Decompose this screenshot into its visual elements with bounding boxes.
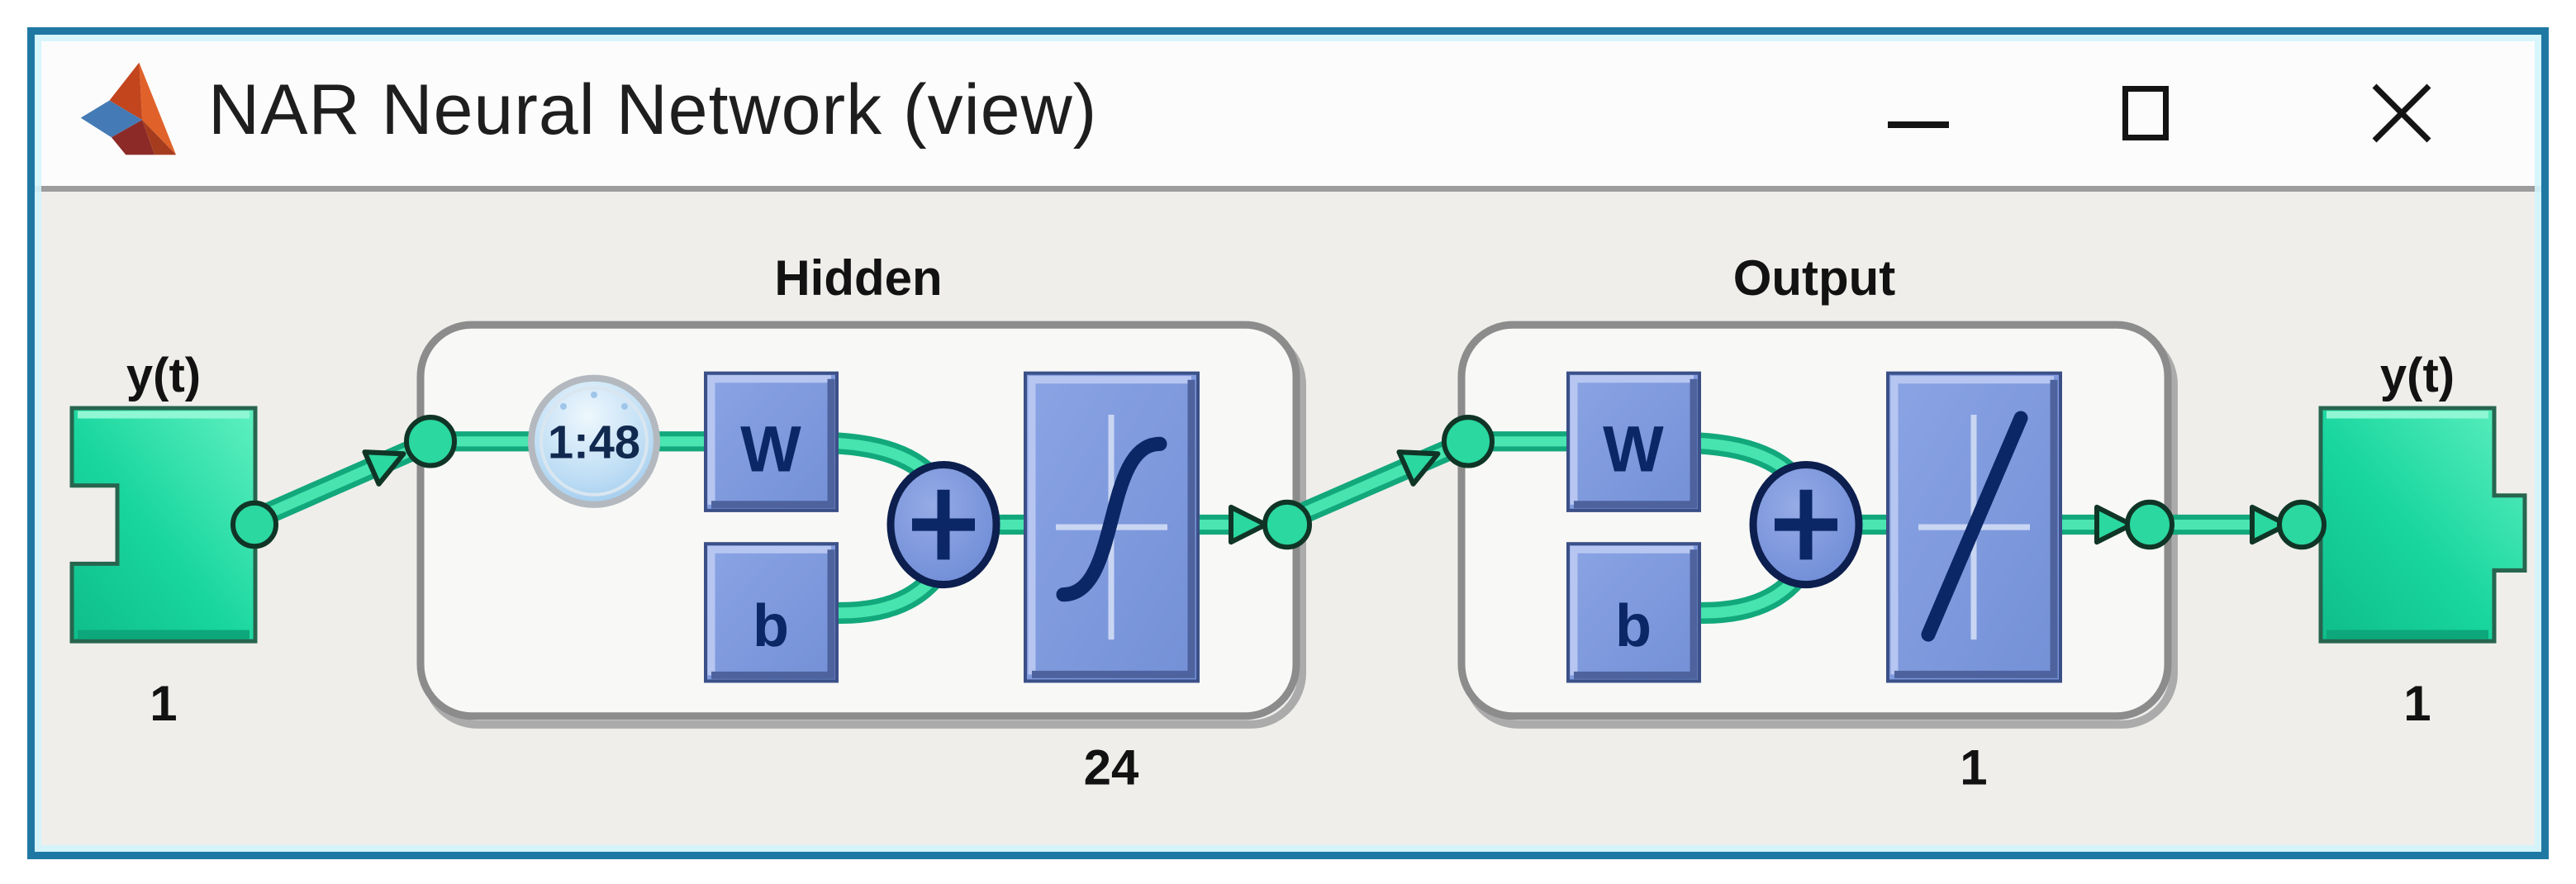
nar-network-window: NAR Neural Network (view)	[27, 27, 2549, 859]
hidden-weight-block: W	[704, 371, 839, 512]
output-entry-port	[1442, 415, 1495, 468]
sum-icon	[1775, 489, 1837, 560]
sum-icon	[912, 489, 975, 560]
title-bar[interactable]: NAR Neural Network (view)	[35, 35, 2541, 192]
output-signal-label: y(t)	[2380, 349, 2455, 402]
input-block	[69, 406, 258, 644]
output-size-label: 1	[2403, 675, 2431, 731]
matlab-logo-icon	[80, 62, 177, 154]
network-view-canvas: 1:48 W b	[35, 192, 2541, 852]
hidden-sum-node	[886, 460, 1000, 589]
maximize-icon	[2122, 86, 2169, 140]
hidden-transfer-block	[1024, 371, 1200, 683]
output-weight-label: W	[1603, 412, 1664, 485]
close-button[interactable]	[2348, 64, 2455, 163]
window-title: NAR Neural Network (view)	[208, 70, 1098, 150]
output-transfer-block	[1886, 371, 2062, 683]
sigmoid-curve-icon	[1056, 436, 1167, 602]
output-weight-block: W	[1566, 371, 1701, 512]
output-layer-title: Output	[1733, 250, 1896, 306]
hidden-weight-label: W	[740, 412, 801, 485]
maximize-button[interactable]	[2092, 64, 2199, 163]
hidden-layer-title: Hidden	[774, 250, 942, 306]
network-diagram: 1:48 W b	[69, 250, 2527, 795]
output-block-port	[2277, 499, 2326, 550]
delay-label: 1:48	[548, 416, 640, 468]
linear-line-icon	[1921, 411, 2028, 642]
output-bias-label: b	[1615, 593, 1652, 659]
window-controls	[35, 35, 2541, 186]
input-signal-label: y(t)	[126, 349, 201, 402]
minimize-icon	[1888, 121, 1949, 128]
hidden-exit-port	[1262, 499, 1312, 550]
close-icon	[2372, 83, 2431, 143]
output-block	[2318, 406, 2527, 644]
output-sum-node	[1749, 460, 1863, 589]
hidden-entry-port	[404, 415, 457, 468]
hidden-bias-block: b	[704, 542, 839, 683]
input-size-label: 1	[150, 675, 177, 731]
tapped-delay-block: 1:48	[528, 374, 660, 508]
input-port	[231, 500, 278, 549]
output-exit-port	[2125, 499, 2174, 550]
hidden-neurons-count: 24	[1084, 739, 1139, 795]
output-neurons-count: 1	[1960, 739, 1987, 795]
minimize-button[interactable]	[1865, 64, 1972, 163]
hidden-bias-label: b	[753, 593, 789, 659]
output-bias-block: b	[1566, 542, 1701, 683]
